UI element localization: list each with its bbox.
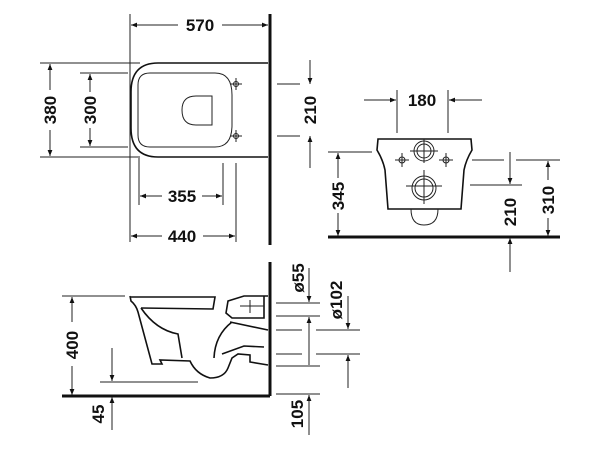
- dim-345: 345: [329, 182, 348, 210]
- dim-210-top: 210: [301, 96, 320, 124]
- dim-400: 400: [63, 331, 82, 359]
- dim-105: 105: [288, 400, 307, 428]
- dim-355: 355: [168, 187, 196, 206]
- dim-310: 310: [539, 186, 558, 214]
- outlet-hole-icon: [406, 170, 442, 204]
- dim-diameter-102: ø102: [327, 281, 346, 320]
- toilet-outline-rear: [376, 138, 473, 210]
- outlet-bowl: [410, 208, 439, 226]
- fixing-hole-icon: [395, 153, 453, 167]
- inlet-cross-icon: [240, 300, 264, 313]
- side-view: 400 45 ø55 ø102 105: [62, 262, 360, 435]
- bowl-opening: [137, 72, 233, 148]
- toilet-outline-side: [129, 295, 269, 379]
- flush-outlet: [181, 95, 213, 126]
- dim-440: 440: [168, 227, 196, 246]
- dim-210-rear: 210: [501, 198, 520, 226]
- toilet-outline-top: [130, 62, 268, 158]
- dim-45: 45: [89, 405, 108, 424]
- top-view: 570 380 300 355 440 210: [40, 14, 320, 246]
- fixing-hole-icon: [230, 78, 242, 142]
- dim-380: 380: [41, 96, 60, 124]
- dim-300: 300: [81, 96, 100, 124]
- dim-180: 180: [408, 91, 436, 110]
- dim-570: 570: [186, 16, 214, 35]
- rear-view: 180 345 210 310: [328, 90, 560, 272]
- dim-diameter-55: ø55: [289, 263, 308, 292]
- inlet-hole-icon: [410, 139, 438, 163]
